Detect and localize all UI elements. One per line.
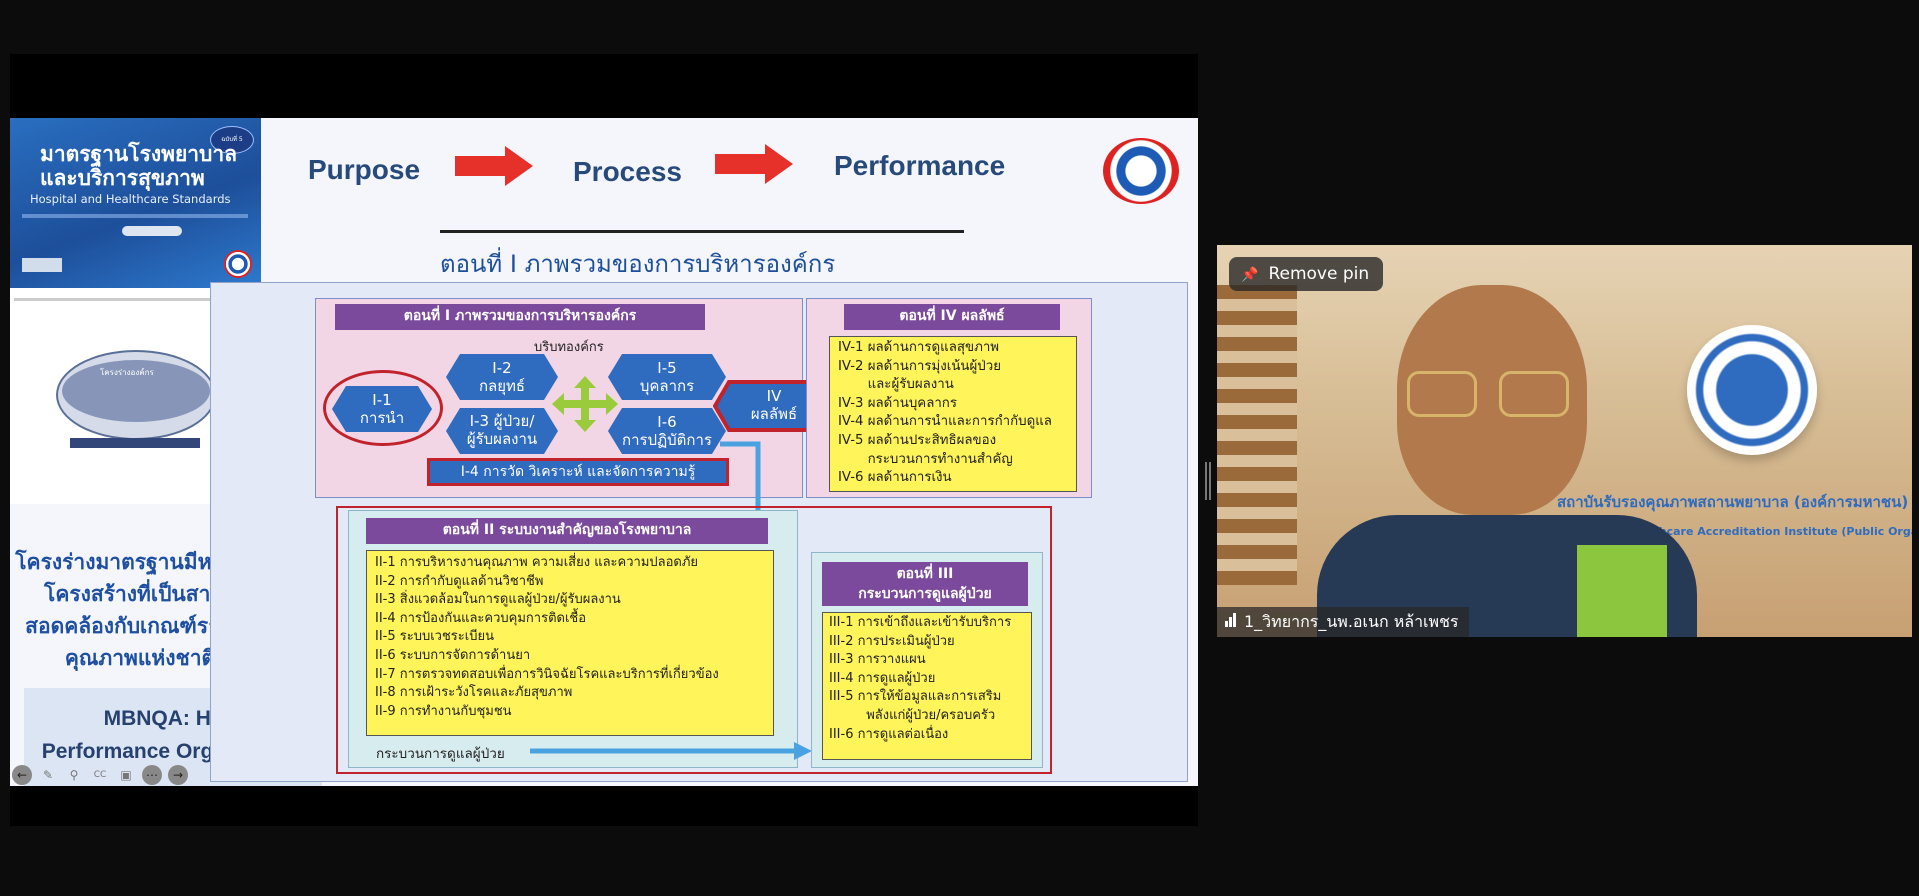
next-slide-icon[interactable]: →	[168, 765, 188, 785]
header-process: Process	[573, 156, 682, 187]
parts23-frame	[336, 506, 1052, 774]
part2-item: II-9 การทำงานกับชุมชน	[375, 703, 512, 719]
part2-item: II-4 การป้องกันและควบคุมการติดเชื้อ	[375, 610, 587, 626]
part2-item: II-6 ระบบการจัดการด้านยา	[375, 647, 531, 663]
part3-item: III-5 การให้ข้อมูลและการเสริม	[829, 689, 1002, 705]
remove-pin-button[interactable]: 📌Remove pin	[1229, 257, 1384, 291]
wood-wall	[1217, 285, 1297, 585]
standards-book-cover: ฉบับที่ 5 มาตรฐานโรงพยาบาล และบริการสุขภ…	[10, 118, 261, 292]
header-purpose: Purpose	[308, 154, 421, 185]
part1-title: ตอนที่ I ภาพรวมของการบริหารองค์กร	[335, 304, 705, 330]
cover-title-line1: มาตรฐานโรงพยาบาล	[40, 142, 238, 166]
part2-title: ตอนที่ II ระบบงานสำคัญของโรงพยาบาล	[366, 518, 768, 544]
pin-icon: 📌	[1241, 267, 1259, 283]
pane-resize-handle[interactable]	[1205, 462, 1211, 500]
logo-icon	[22, 258, 62, 272]
part4-item: IV-2 ผลด้านการมุ่งเน้นผู้ป่วย	[838, 358, 1001, 374]
part3-list: III-1 การเข้าถึงและเข้ารับบริการ III-2 ก…	[822, 612, 1032, 760]
part3-item: III-1 การเข้าถึงและเข้ารับบริการ	[829, 615, 1012, 630]
part3-item: พลังแก่ผู้ป่วย/ครอบครัว	[829, 707, 996, 723]
org-context-label: บริบทองค์กร	[534, 340, 604, 355]
speaker-face	[1397, 285, 1587, 515]
edition-badge: ฉบับที่ 5	[210, 126, 254, 154]
glasses-left	[1407, 371, 1477, 417]
hex-i5: I-5 บุคลากร	[608, 354, 726, 400]
participant-video[interactable]: สถาบันรับรองคุณภาพสถานพยาบาล (องค์การมหา…	[1217, 245, 1912, 637]
red-arrow-icon	[455, 146, 533, 186]
part3-item: III-3 การวางแผน	[829, 652, 926, 668]
hex-i2: I-2 กลยุทธ์	[446, 354, 558, 400]
red-arrow-icon	[715, 144, 793, 184]
patient-care-flow-label: กระบวนการดูแลผู้ป่วย	[376, 746, 505, 762]
hai-logo-icon	[224, 250, 252, 278]
hai-wall-logo-icon	[1687, 325, 1817, 455]
part2-item: II-8 การเฝ้าระวังโรคและภัยสุขภาพ	[375, 685, 573, 701]
part3-item: III-2 การประเมินผู้ป่วย	[829, 633, 955, 649]
part4-item: IV-5 ผลด้านประสิทธิผลของ	[838, 432, 997, 448]
part4-list: IV-1 ผลด้านการดูแลสุขภาพ IV-2 ผลด้านการม…	[829, 336, 1077, 492]
cover-subtitle: Hospital and Healthcare Standards	[30, 192, 231, 206]
participant-name-bar: 1_วิทยากร_นพ.อเนก หล้าเพชร	[1217, 607, 1469, 637]
part4-item: IV-4 ผลด้านการนำและการกำกับดูแล	[838, 414, 1052, 430]
glasses-right	[1499, 371, 1569, 417]
captions-icon[interactable]: CC	[93, 770, 107, 780]
shared-slide: ฉบับที่ 5 มาตรฐานโรงพยาบาล และบริการสุขภ…	[10, 118, 1198, 786]
cover-title-line2: และบริการสุขภาพ	[40, 166, 205, 190]
previous-slide-icon[interactable]: ←	[12, 765, 32, 785]
more-options-icon[interactable]: ⋯	[142, 765, 162, 785]
signal-bars-icon	[1225, 607, 1236, 637]
part2-item: II-2 การกำกับดูแลด้านวิชาชีพ	[375, 573, 544, 589]
part4-item: IV-3 ผลด้านบุคลากร	[838, 395, 957, 411]
part2-item: II-1 การบริหารงานคุณภาพ ความเสี่ยง และคว…	[375, 555, 699, 570]
camera-toggle-icon[interactable]: ▣	[120, 768, 132, 782]
part3-item: III-4 การดูแลผู้ป่วย	[829, 670, 936, 686]
hex-i6: I-6 การปฏิบัติการ	[608, 408, 726, 454]
header-performance: Performance	[834, 150, 1006, 181]
part4-item: กระบวนการทำงานสำคัญ	[838, 451, 1013, 467]
part4-item: IV-1 ผลด้านการดูแลสุขภาพ	[838, 340, 1000, 355]
zoom-icon[interactable]: ⚲	[69, 768, 79, 782]
pen-icon[interactable]: ✎	[42, 768, 54, 782]
section-title: ตอนที่ I ภาพรวมของการบริหารองค์กร	[440, 250, 836, 278]
part2-list: II-1 การบริหารงานคุณภาพ ความเสี่ยง และคว…	[366, 550, 774, 736]
divider-line	[440, 230, 964, 233]
cross-arrows-icon	[552, 376, 618, 432]
part2-item: II-5 ระบบเวชระเบียน	[375, 629, 494, 645]
diagram-center-label: โครงร่างองค์กร	[100, 368, 154, 377]
part2-item: II-3 สิ่งแวดล้อมในการดูแลผู้ป่วย/ผู้รับผ…	[375, 592, 621, 608]
hex-i3: I-3 ผู้ป่วย/ ผู้รับผลงาน	[446, 408, 558, 454]
part2-item: II-7 การตรวจทดสอบเพื่อการวินิจฉัยโรคและบ…	[375, 666, 719, 682]
part3-title: ตอนที่ III กระบวนการดูแลผู้ป่วย	[822, 562, 1028, 606]
part4-item: และผู้รับผลงาน	[838, 377, 954, 393]
part4-title: ตอนที่ IV ผลลัพธ์	[844, 304, 1060, 330]
hex-i1: I-1 การนำ	[332, 386, 432, 432]
part4-item: IV-6 ผลด้านการเงิน	[838, 470, 952, 486]
participant-name: 1_วิทยากร_นพ.อเนก หล้าเพชร	[1244, 612, 1459, 631]
hai-logo-icon	[1103, 138, 1179, 204]
i4-measurement-box: I-4 การวัด วิเคราะห์ และจัดการความรู้	[427, 458, 729, 486]
right-arrow-icon	[530, 742, 812, 760]
wall-text-english: The Healthcare Accreditation Institute (…	[1599, 525, 1912, 538]
i1-outline	[323, 370, 443, 446]
part3-item: III-6 การดูแลต่อเนื่อง	[829, 726, 949, 742]
wall-text-thai: สถาบันรับรองคุณภาพสถานพยาบาล (องค์การมหา…	[1557, 493, 1909, 511]
